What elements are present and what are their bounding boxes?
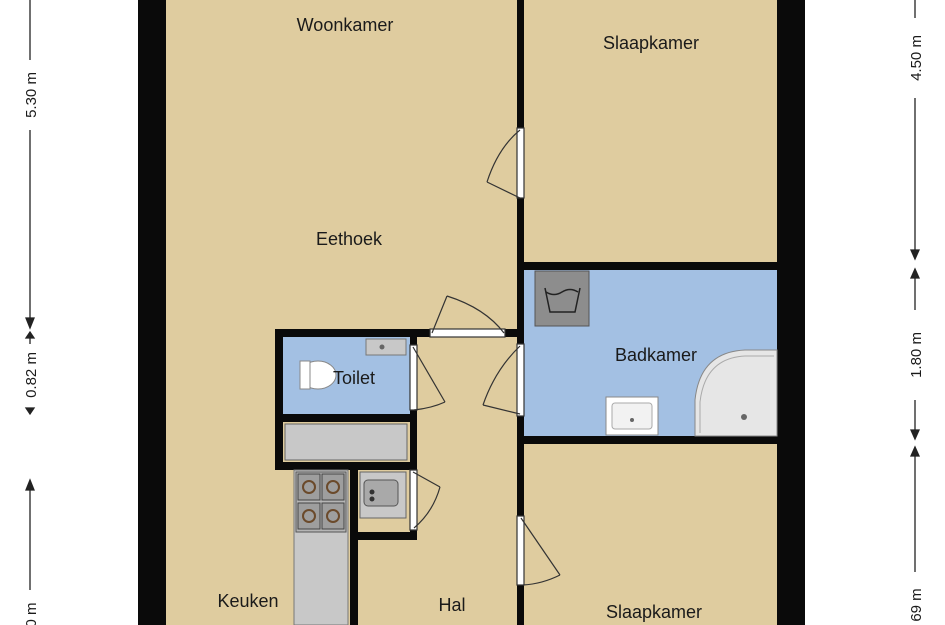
exterior-wall-right <box>777 0 805 625</box>
dimension-label-right-top: 4.50 m <box>908 35 925 81</box>
bath-washbasin-inner <box>611 402 653 430</box>
sink-basin <box>363 479 399 507</box>
shower-tray <box>694 349 778 437</box>
wall-utility-bottom <box>350 532 417 540</box>
door-badkamer <box>482 343 525 417</box>
dimension-label-right-bottom: 69 m <box>908 588 925 621</box>
door-utility <box>409 469 441 531</box>
wall-center-bath <box>517 416 524 516</box>
room-label-eethoek: Eethoek <box>316 229 383 249</box>
door-eethoek-hal <box>429 295 506 338</box>
wall-kitchen-inner <box>350 470 358 625</box>
floor-slaapkamer-top <box>524 0 777 262</box>
wall-toilet-right-upper <box>410 337 417 345</box>
wall-bath-top <box>517 262 777 270</box>
room-label-slaapkamer-bottom: Slaapkamer <box>606 602 702 622</box>
exterior-wall-left <box>138 0 166 625</box>
room-label-toilet: Toilet <box>333 368 375 388</box>
door-slaapkamer-top <box>486 127 525 199</box>
wash-symbol-icon <box>544 287 581 313</box>
wall-center-mid <box>517 198 524 344</box>
wall-toilet-mid <box>283 414 410 422</box>
bath-washbasin-drain <box>630 418 634 422</box>
storage-cabinet <box>284 423 408 461</box>
door-toilet <box>409 344 446 411</box>
washing-machine <box>534 270 590 327</box>
wall-closet-bottom <box>275 462 417 470</box>
dimension-label-left-top: 5.30 m <box>23 72 40 118</box>
room-label-slaapkamer-top: Slaapkamer <box>603 33 699 53</box>
dimension-label-right-middle: 1.80 m <box>908 332 925 378</box>
sink-drain-left <box>369 489 375 495</box>
room-label-hal: Hal <box>438 595 465 615</box>
dimension-line-right <box>909 0 921 572</box>
sink-drain-right <box>369 496 375 502</box>
floor-slaapkamer-bottom <box>524 444 777 625</box>
toilet-washbasin <box>365 338 407 356</box>
washbasin-drain <box>379 344 385 350</box>
wall-hal-top <box>505 329 517 337</box>
door-slaapkamer-bottom <box>516 515 561 586</box>
room-label-keuken: Keuken <box>217 591 278 611</box>
dimension-label-left-middle: 0.82 m <box>23 352 40 398</box>
room-label-woonkamer: Woonkamer <box>297 15 394 35</box>
stove-icon <box>295 471 347 533</box>
dimension-line-left <box>24 0 36 590</box>
toilet-tank <box>299 360 311 390</box>
wall-toilet-top <box>275 329 430 337</box>
wall-center-upper <box>517 0 524 128</box>
dimension-label-left-bottom: 0 m <box>23 602 40 625</box>
wall-center-lower <box>517 585 524 625</box>
wall-toilet-left <box>275 329 283 469</box>
wall-bath-bottom <box>517 436 777 444</box>
shower-curve-inner <box>699 355 774 433</box>
shower-drain <box>741 414 747 420</box>
room-label-badkamer: Badkamer <box>615 345 697 365</box>
